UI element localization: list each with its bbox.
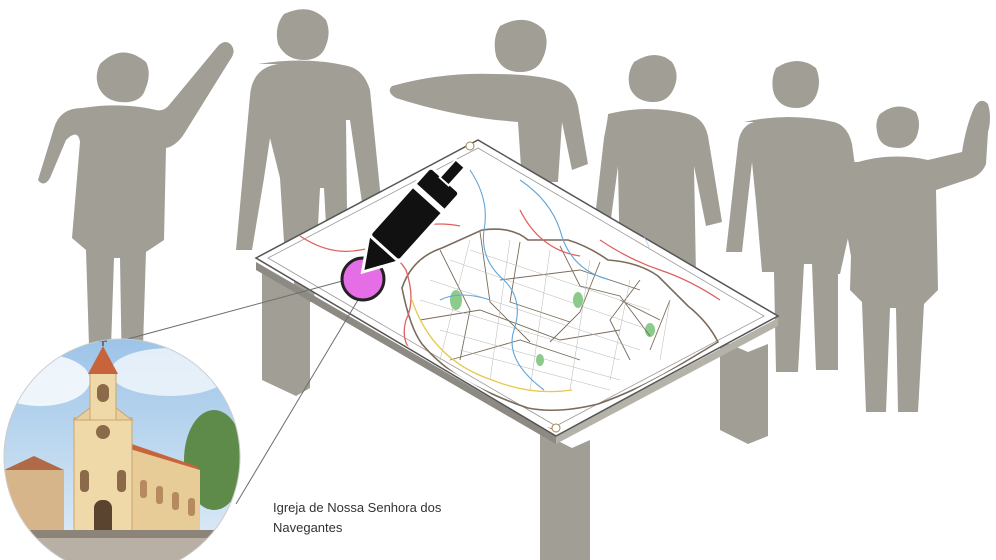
caption-line: Igreja de Nossa Senhora dos xyxy=(273,498,513,518)
person-silhouette-icon xyxy=(38,42,234,378)
church-caption: Igreja de Nossa Senhora dos Navegantes xyxy=(273,498,513,538)
church-photo xyxy=(0,338,244,560)
map-corner-mark xyxy=(552,424,560,432)
caption-line: Navegantes xyxy=(273,518,513,538)
map-corner-mark xyxy=(466,142,474,150)
